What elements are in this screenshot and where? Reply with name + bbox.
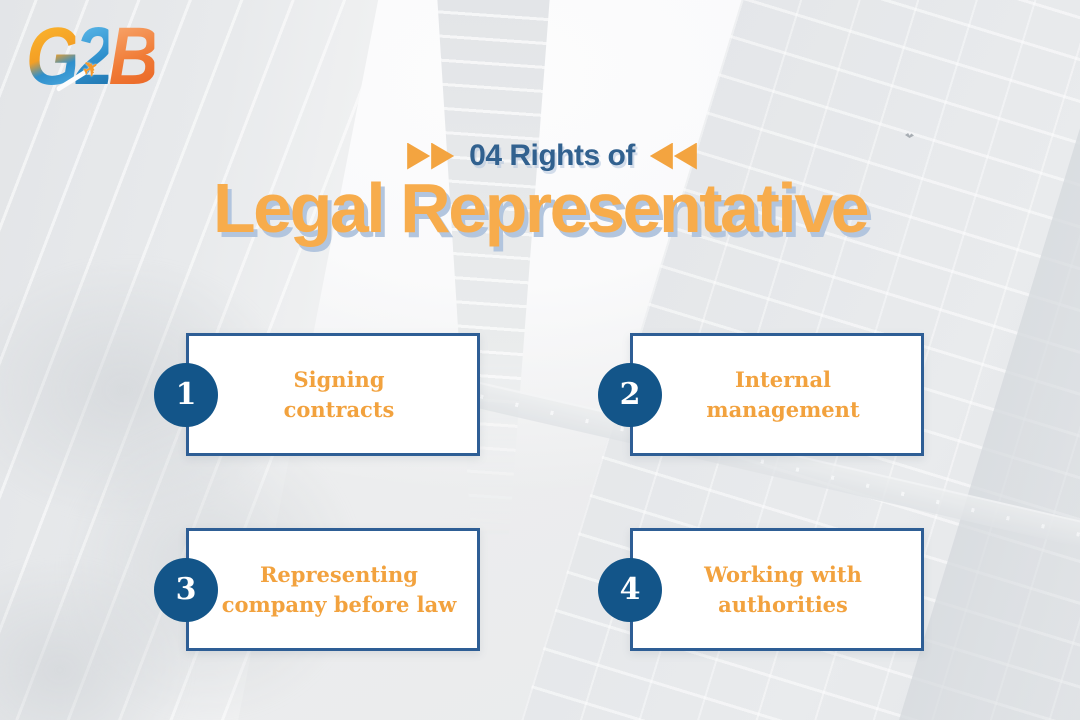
g2b-logo: G2B ✈ (26, 11, 159, 102)
triangle-right (431, 142, 455, 170)
card-label-line: company before law (221, 591, 457, 617)
kicker-text: 04 Rights of (469, 139, 635, 172)
card-label-line: authorities (718, 591, 848, 617)
right-card-1: 1 Signing contracts (154, 333, 480, 456)
fast-forward-icon (407, 142, 455, 170)
badge-number: 1 (175, 376, 197, 412)
section-kicker: 04 Rights of (12, 139, 1080, 173)
right-card-2: 2 Internal management (598, 333, 924, 456)
card-label-2: Internal management (688, 365, 865, 424)
page-title: Legal Representative (212, 169, 870, 247)
number-badge-1: 1 (154, 362, 218, 427)
badge-number: 3 (175, 571, 197, 607)
card-label-line: management (706, 396, 860, 422)
triangle-right (407, 142, 431, 170)
logo-letter-g: G (26, 11, 80, 102)
number-badge-3: 3 (154, 557, 218, 622)
card-label-1: Signing contracts (266, 365, 401, 424)
number-badge-2: 2 (598, 362, 662, 427)
logo-letter-b: B (108, 11, 159, 102)
triangle-left (649, 142, 673, 170)
badge-number: 4 (619, 571, 641, 607)
badge-number: 2 (619, 376, 641, 412)
rewind-icon (649, 142, 697, 170)
right-card-3: 3 Representing company before law (154, 528, 480, 651)
right-card-4: 4 Working with authorities (598, 528, 924, 651)
card-label-line: Representing (259, 562, 418, 588)
logo-letter-2: 2 (75, 11, 114, 102)
card-label-line: Internal (734, 367, 832, 393)
card-label-3: Representing company before law (204, 560, 463, 619)
card-label-line: Signing (293, 367, 385, 393)
card-label-line: contracts (283, 396, 395, 422)
triangle-left (673, 142, 697, 170)
number-badge-4: 4 (598, 557, 662, 622)
card-label-line: Working with (704, 562, 862, 588)
card-label-4: Working with authorities (686, 560, 868, 619)
